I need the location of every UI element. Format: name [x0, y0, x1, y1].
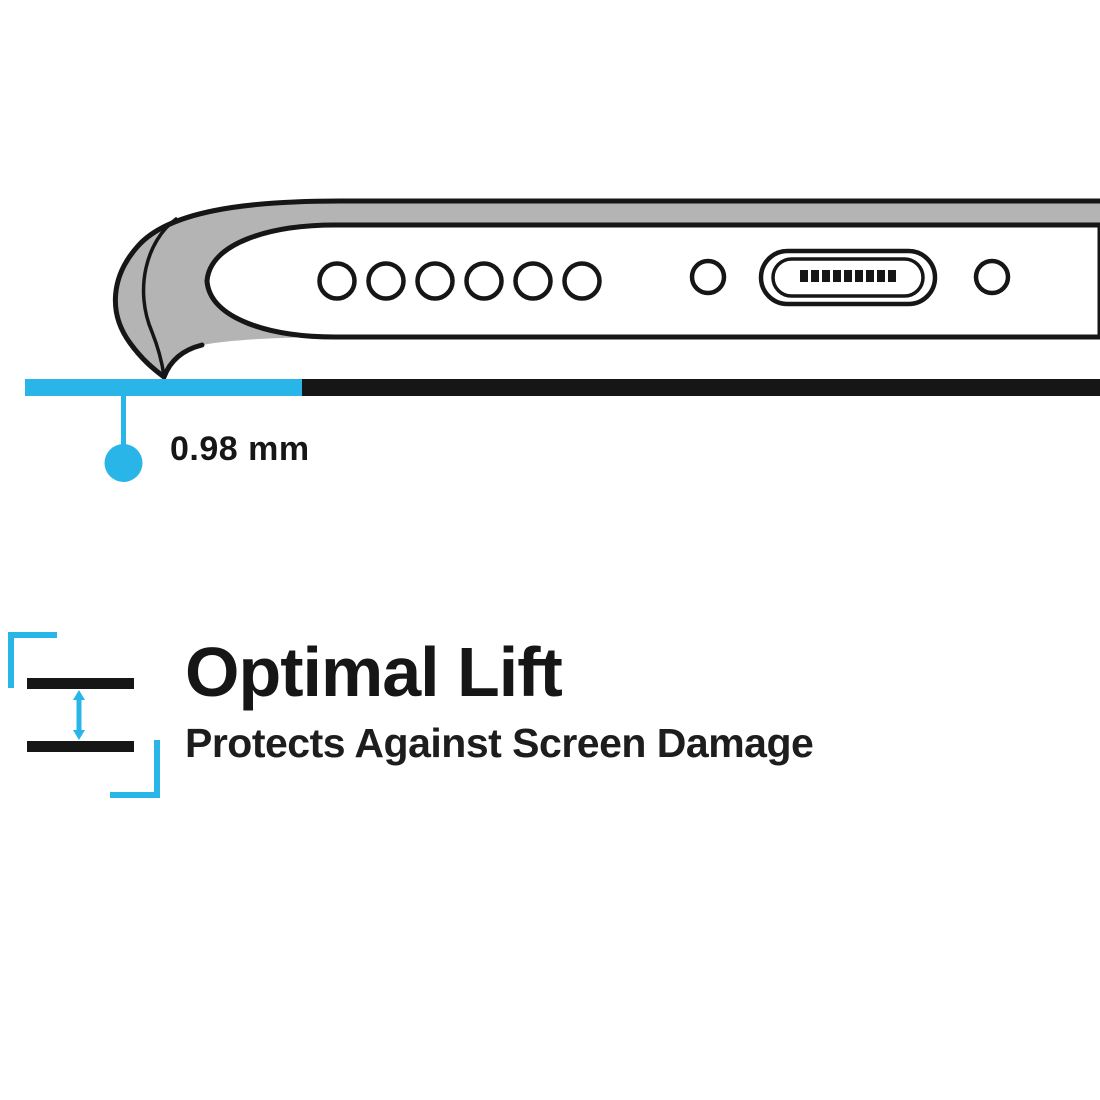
- screw-hole-icon: [973, 258, 1011, 296]
- lower-surface-line: [27, 741, 134, 752]
- measure-drop-line: [121, 396, 126, 446]
- measurement-value: 0.98 mm: [170, 430, 310, 468]
- bracket-bottom-right: [110, 740, 160, 798]
- double-arrow-icon: [73, 690, 85, 740]
- feature-subtitle: Protects Against Screen Damage: [185, 720, 814, 766]
- lift-gap-accent-bar: [25, 379, 302, 396]
- surface-bar: [302, 379, 1100, 396]
- lift-measurement: [25, 379, 1100, 482]
- mic-hole-icon: [689, 258, 727, 296]
- lift-gap-icon: [8, 632, 160, 798]
- feature-title: Optimal Lift: [185, 633, 563, 711]
- upper-surface-line: [27, 678, 134, 689]
- measure-dot: [104, 444, 143, 482]
- feature-text-block: Optimal Lift Protects Against Screen Dam…: [185, 633, 814, 766]
- speaker-holes-icon: [317, 261, 602, 301]
- bracket-top-left: [8, 632, 57, 688]
- phone-case-illustration: [25, 198, 1100, 482]
- charging-port-icon: [758, 248, 938, 307]
